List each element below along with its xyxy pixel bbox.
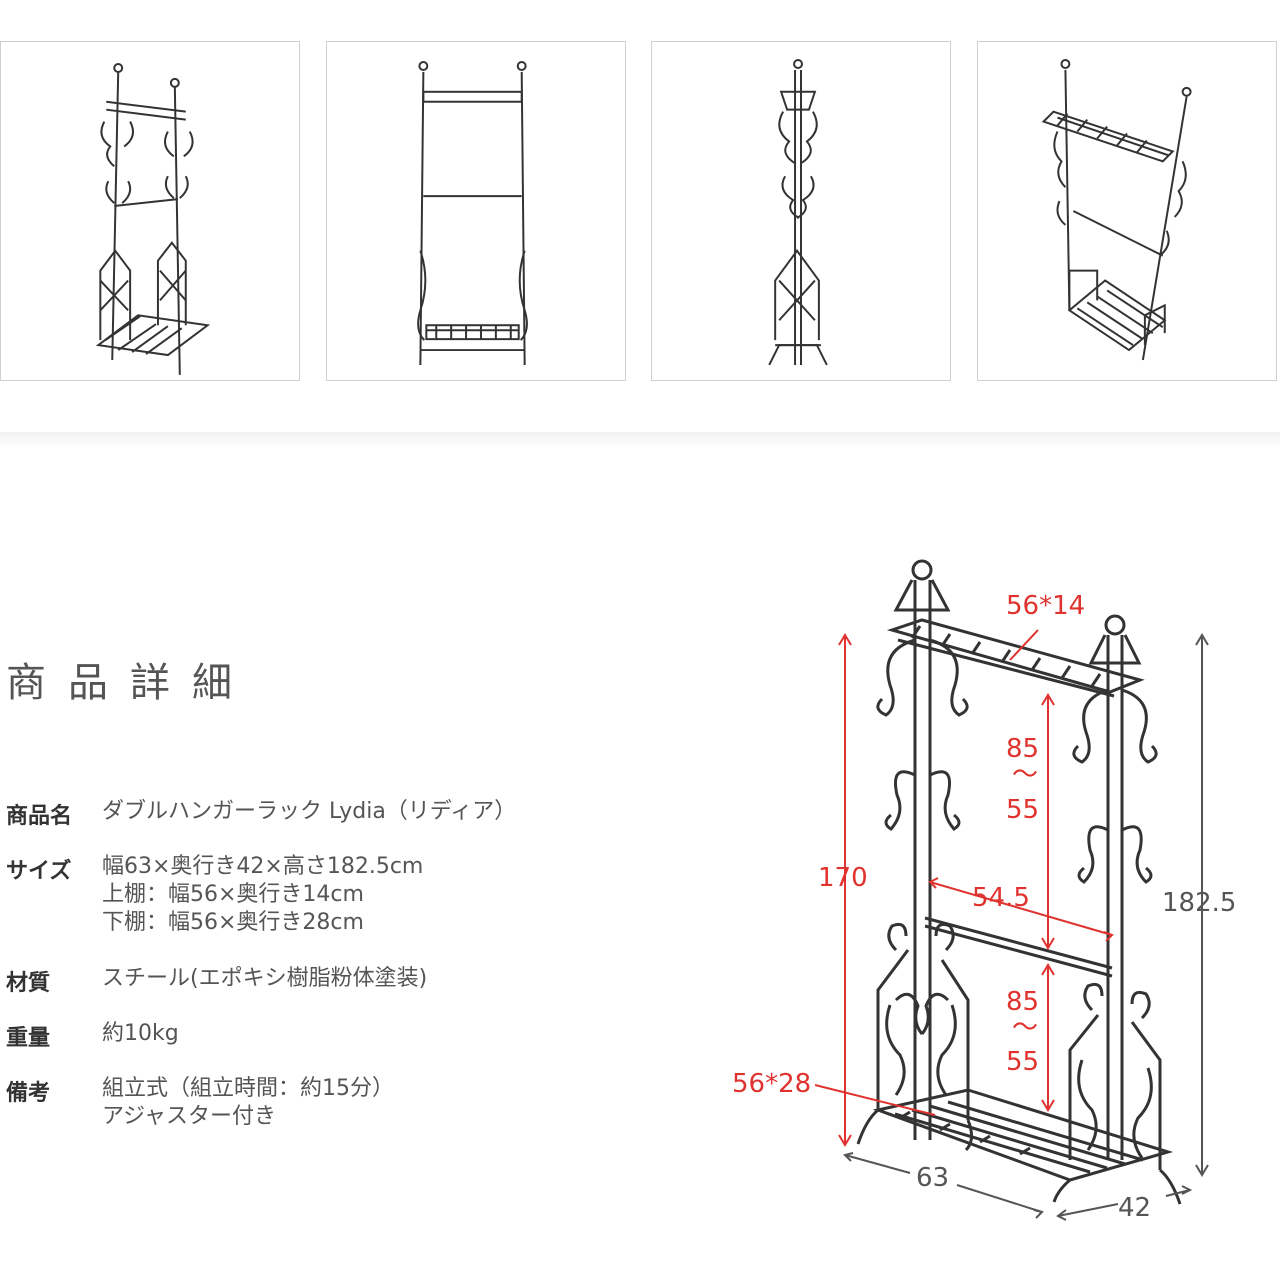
spec-value-line: ダブルハンガーラック Lydia（リディア） [102,799,517,824]
spec-label: 重量 [6,1026,51,1051]
dimension-lines-red [814,629,1114,1147]
spec-value-line: 下棚：幅56×奥行き28cm [102,910,364,935]
spec-value: 幅63×奥行き42×高さ182.5cm 上棚：幅56×奥行き14cm 下棚：幅5… [102,853,423,937]
total-height-label: 182.5 [1162,888,1236,918]
rod-upper-label-b: 55 [1006,795,1039,825]
rack-perspective-view-icon [1041,59,1192,361]
thumbnail-perspective-view[interactable] [977,41,1277,381]
rack-side-view-icon [768,59,828,366]
width-label: 63 [916,1163,949,1193]
rack-front-view-icon [417,61,528,365]
rod-lower-label-a: 85 [1006,987,1039,1017]
product-thumbnails [0,0,1280,400]
spec-value: 約10kg [102,1020,179,1048]
spec-value: ダブルハンガーラック Lydia（リディア） [102,798,516,826]
dimension-lines-dark [843,633,1209,1221]
page-title: 商品詳細 [6,660,254,706]
rod-upper-label-tilde: ～ [1012,760,1038,790]
rod-width-label: 54.5 [972,883,1030,913]
spec-value-line: 組立式（組立時間：約15分） [102,1076,394,1101]
spec-label: 材質 [6,971,51,996]
spec-value: スチール(エポキシ樹脂粉体塗装) [102,965,427,993]
rack-dimension-drawing: 56*14 85 ～ 55 170 54.5 85 ～ 55 56*28 182… [732,559,1236,1223]
depth-label: 42 [1118,1193,1151,1223]
section-separator [0,432,1280,448]
rack-diagonal-view-icon [95,62,211,375]
spec-label: 備考 [6,1081,51,1106]
thumbnail-side-view[interactable] [651,41,951,381]
upper-shelf-label: 56*14 [1006,591,1085,621]
rod-lower-label-tilde: ～ [1012,1013,1038,1043]
spec-label: サイズ [6,859,72,884]
spec-value-line: 幅63×奥行き42×高さ182.5cm [102,854,424,879]
pole-height-label: 170 [818,863,868,893]
rod-lower-label-b: 55 [1006,1047,1039,1077]
spec-value-line: アジャスター付き [102,1104,277,1129]
spec-value-line: スチール(エポキシ樹脂粉体塗装) [102,966,428,991]
spec-value-line: 約10kg [102,1021,179,1046]
spec-value: 組立式（組立時間：約15分） アジャスター付き [102,1075,394,1131]
thumbnail-front-view[interactable] [326,41,626,381]
spec-value-line: 上棚：幅56×奥行き14cm [102,882,364,907]
lower-shelf-label: 56*28 [732,1069,811,1099]
rod-upper-label-a: 85 [1006,734,1039,764]
thumbnail-diagonal-view[interactable] [0,41,300,381]
dimension-diagram: 56*14 85 ～ 55 170 54.5 85 ～ 55 56*28 182… [720,540,1280,1280]
spec-label: 商品名 [6,804,73,829]
rack-frame-icon [856,559,1182,1205]
